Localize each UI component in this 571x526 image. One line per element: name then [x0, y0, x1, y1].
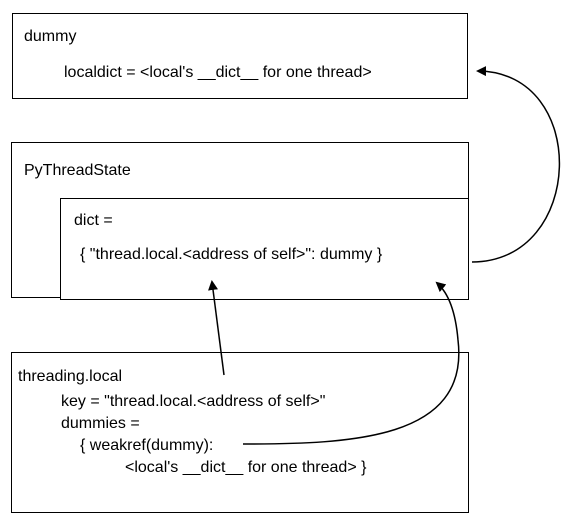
dummy-localdict-line: localdict = <local's __dict__ for one th…: [64, 64, 372, 81]
pythreadstate-title: PyThreadState: [24, 162, 131, 179]
threading-local-dummies-line: dummies =: [61, 415, 140, 432]
dict-contents: { "thread.local.<address of self>": dumm…: [80, 246, 383, 263]
threading-local-dict-line: <local's __dict__ for one thread> }: [125, 459, 367, 476]
arrow-dict-to-dummy: [471, 66, 561, 263]
dict-label: dict =: [74, 212, 113, 229]
threading-local-weakref-line: { weakref(dummy):: [80, 437, 214, 454]
dummy-box: [12, 13, 468, 99]
threading-local-key-line: key = "thread.local.<address of self>": [61, 393, 326, 410]
threading-local-title: threading.local: [18, 368, 123, 385]
dummy-title: dummy: [24, 28, 77, 45]
